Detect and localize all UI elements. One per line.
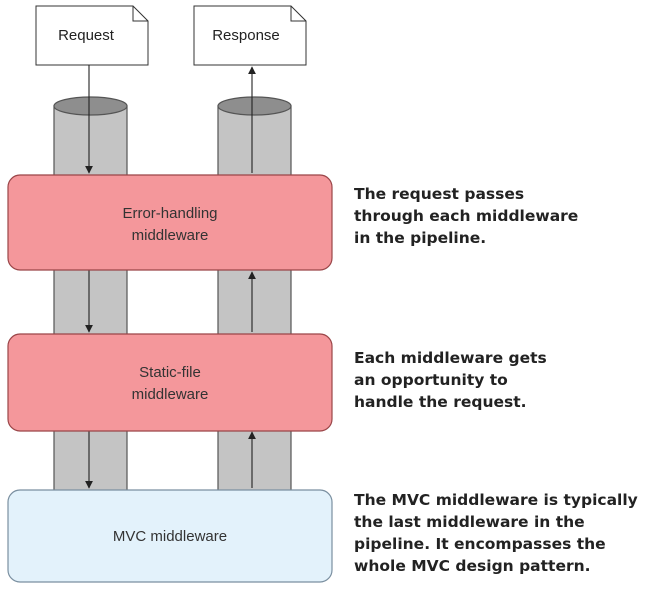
response-document: Response [193, 5, 307, 66]
opportunity-annotation-line2: an opportunity to [354, 371, 508, 389]
mvc-annotation-line1: The MVC middleware is typically [354, 491, 638, 509]
mvc-label: MVC middleware [113, 528, 227, 545]
pipeline-annotation-line3: in the pipeline. [354, 229, 487, 247]
response-pipe [217, 96, 292, 497]
pipeline-annotation-line2: through each middleware [354, 207, 579, 225]
request-document-label: Request [58, 27, 115, 44]
error-handling-middleware: Error-handling middleware [7, 174, 333, 271]
mvc-annotation: The MVC middleware is typically the last… [354, 489, 638, 577]
mvc-annotation-line4: whole MVC design pattern. [354, 557, 591, 575]
error-handling-label-line2: middleware [132, 227, 209, 244]
mvc-annotation-line3: pipeline. It encompasses the [354, 535, 606, 553]
opportunity-annotation: Each middleware gets an opportunity to h… [354, 347, 547, 413]
static-file-label-line2: middleware [132, 386, 209, 403]
static-file-middleware: Static-file middleware [7, 333, 333, 432]
response-document-label: Response [212, 27, 280, 44]
pipeline-annotation-line1: The request passes [354, 185, 525, 203]
static-file-label-line1: Static-file [139, 364, 201, 381]
opportunity-annotation-line3: handle the request. [354, 393, 527, 411]
mvc-annotation-line2: the last middleware in the [354, 513, 585, 531]
request-pipe [53, 96, 128, 497]
mvc-middleware: MVC middleware [7, 489, 333, 583]
pipeline-annotation: The request passes through each middlewa… [354, 183, 578, 249]
error-handling-label-line1: Error-handling [122, 205, 217, 222]
opportunity-annotation-line1: Each middleware gets [354, 349, 547, 367]
request-document: Request [35, 5, 149, 66]
